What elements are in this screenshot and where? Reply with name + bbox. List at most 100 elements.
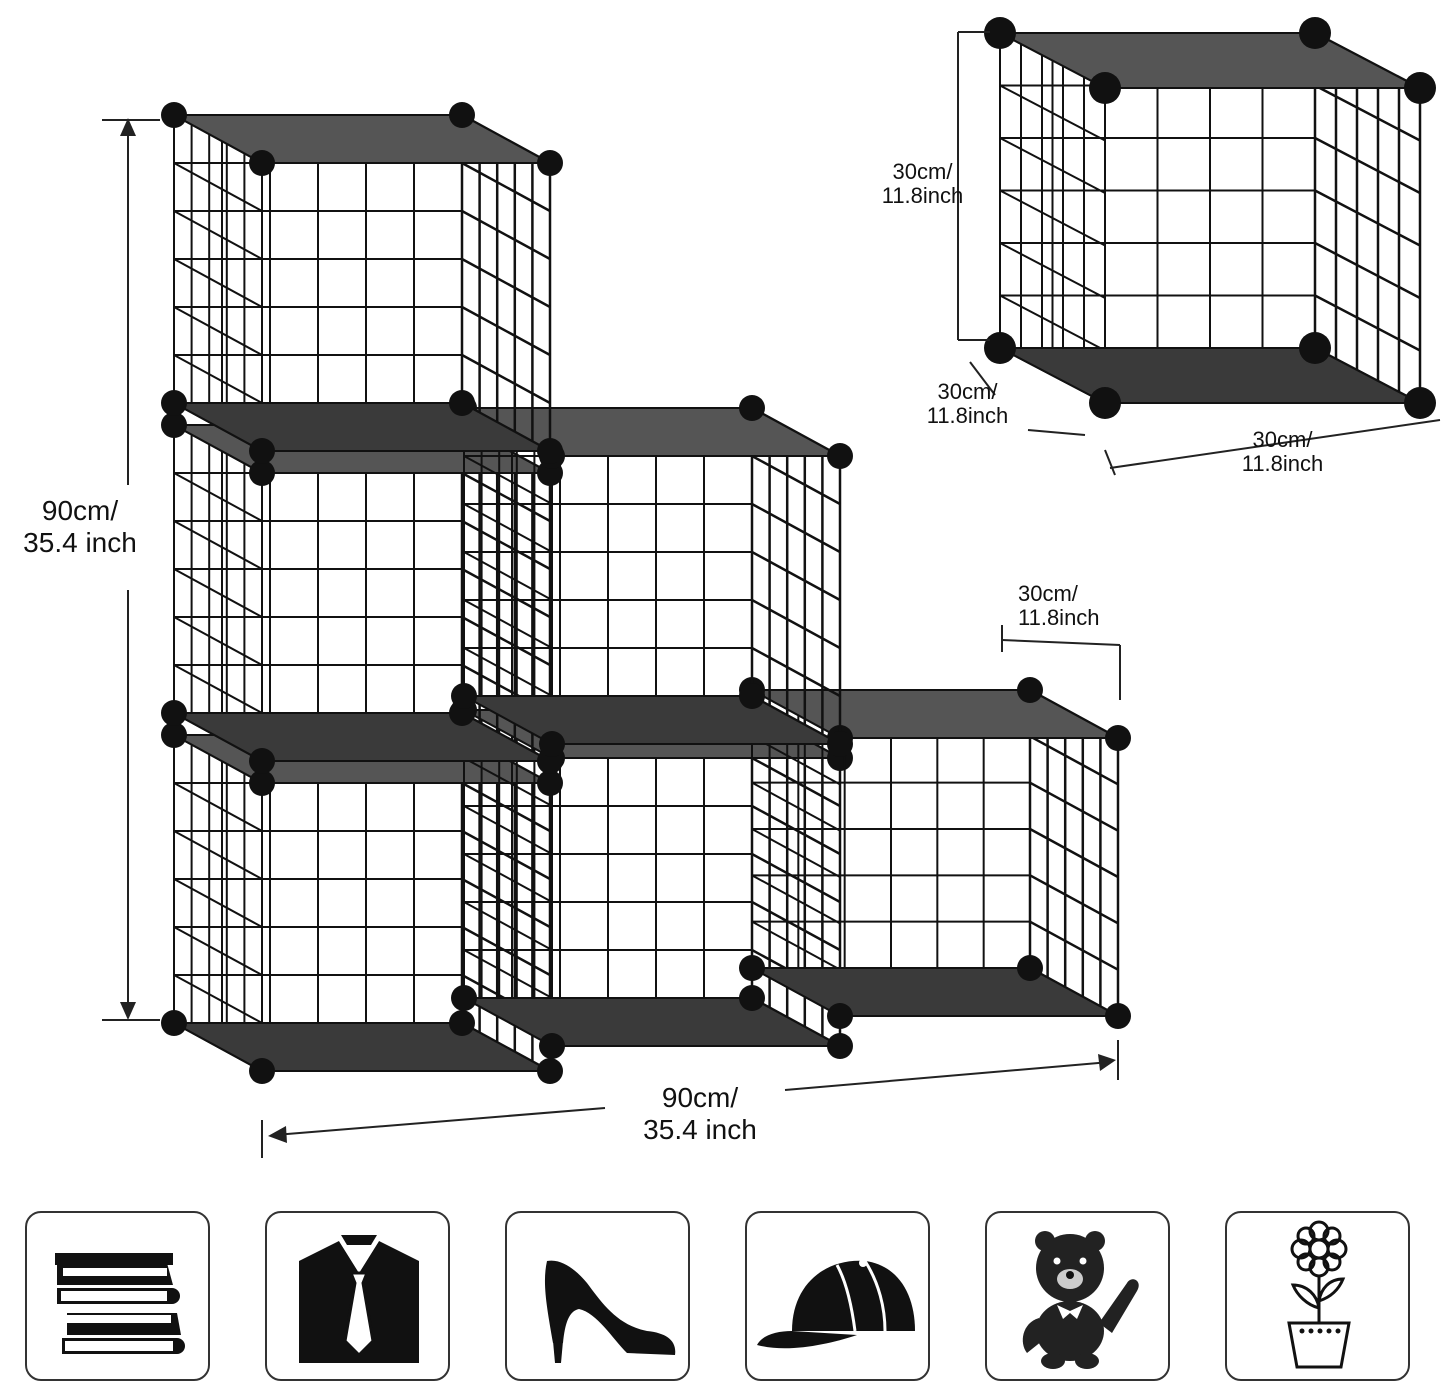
dimension-lines xyxy=(102,31,1441,1158)
wire xyxy=(173,258,263,308)
height-label-inch: 35.4 inch xyxy=(23,527,137,558)
wire xyxy=(463,853,553,903)
wire xyxy=(1314,84,1421,142)
connector xyxy=(161,700,187,726)
use-card-clothing xyxy=(265,1211,450,1381)
arrowhead xyxy=(268,1126,287,1143)
wire xyxy=(173,210,263,260)
connector xyxy=(249,770,275,796)
wire xyxy=(1029,920,1119,971)
wire xyxy=(751,900,841,952)
flower-pot-icon xyxy=(1287,1220,1351,1369)
wire xyxy=(461,615,551,667)
wire xyxy=(463,599,553,649)
single-width-tick xyxy=(1104,449,1116,476)
arrowhead xyxy=(1098,1054,1116,1071)
use-card-books xyxy=(25,1211,210,1381)
wire xyxy=(1314,136,1421,195)
wire xyxy=(463,551,553,601)
cap-icon xyxy=(757,1259,915,1349)
use-card-toys xyxy=(985,1211,1170,1381)
wire xyxy=(999,242,1106,299)
single-depth-line xyxy=(1027,429,1086,436)
wire xyxy=(999,294,1106,352)
wire xyxy=(751,874,841,925)
use-card-hats xyxy=(745,1211,930,1381)
wire xyxy=(999,84,1106,142)
connector xyxy=(249,1058,275,1084)
single-width-line xyxy=(1109,419,1441,469)
width-label-cm: 90cm/ xyxy=(661,1082,739,1113)
wire xyxy=(461,257,551,309)
wire xyxy=(461,519,551,571)
wire xyxy=(463,805,553,855)
books-icon xyxy=(55,1253,185,1354)
top-panel xyxy=(173,114,551,164)
wire xyxy=(173,354,263,404)
connector xyxy=(1017,955,1043,981)
connector xyxy=(984,332,1016,364)
connector xyxy=(161,722,187,748)
wire xyxy=(999,189,1106,247)
single-height-inch: 11.8inch xyxy=(881,183,964,208)
wire xyxy=(751,852,841,904)
wire xyxy=(1029,735,1119,786)
connector xyxy=(739,683,765,709)
connector xyxy=(827,731,853,757)
wire xyxy=(751,828,841,878)
wire xyxy=(173,974,263,1024)
wire xyxy=(751,550,841,602)
high-heel-icon xyxy=(544,1260,676,1363)
wire xyxy=(463,455,553,505)
wire xyxy=(1314,241,1421,300)
connector xyxy=(161,412,187,438)
cube-depth-label: 30cm/ 11.8inch xyxy=(1018,582,1100,630)
wire xyxy=(463,949,553,999)
connector xyxy=(827,1003,853,1029)
width-label: 90cm/ 35.4 inch xyxy=(620,1082,780,1146)
wire xyxy=(173,782,263,832)
connector xyxy=(984,17,1016,49)
depth-line xyxy=(1001,639,1121,646)
connector xyxy=(451,683,477,709)
arrowhead xyxy=(120,118,136,136)
connector xyxy=(1299,17,1331,49)
wire xyxy=(173,520,263,570)
connector xyxy=(249,748,275,774)
bottom-panel xyxy=(463,997,841,1047)
connector xyxy=(249,150,275,176)
height-label-cm: 90cm/ xyxy=(41,495,119,526)
connector xyxy=(449,102,475,128)
arrowhead xyxy=(120,1002,136,1020)
connector xyxy=(451,985,477,1011)
wire xyxy=(173,306,263,356)
wire xyxy=(173,878,263,928)
connector xyxy=(1105,1003,1131,1029)
wire xyxy=(461,161,551,213)
single-width-cm: 30cm/ xyxy=(1252,427,1313,452)
single-depth-line xyxy=(969,361,996,396)
shirt-tie-icon xyxy=(299,1235,419,1363)
wire xyxy=(173,616,263,666)
connector xyxy=(1089,72,1121,104)
width-label-inch: 35.4 inch xyxy=(643,1114,757,1145)
connector xyxy=(1089,387,1121,419)
connector xyxy=(537,1058,563,1084)
wire xyxy=(1314,189,1421,247)
wire xyxy=(173,162,263,212)
wire xyxy=(999,137,1106,194)
connector xyxy=(537,150,563,176)
connector xyxy=(1299,332,1331,364)
wire xyxy=(173,830,263,880)
cube-depth-label-cm: 30cm/ xyxy=(1018,581,1078,606)
wire xyxy=(1314,294,1421,352)
wire xyxy=(751,781,841,832)
single-depth-cm: 30cm/ xyxy=(937,379,998,404)
wire xyxy=(461,209,551,261)
cube-shelf-6 xyxy=(161,102,1131,1084)
wire xyxy=(751,598,841,650)
connector xyxy=(827,1033,853,1059)
connector xyxy=(537,438,563,464)
width-arrow-left xyxy=(274,1107,606,1136)
